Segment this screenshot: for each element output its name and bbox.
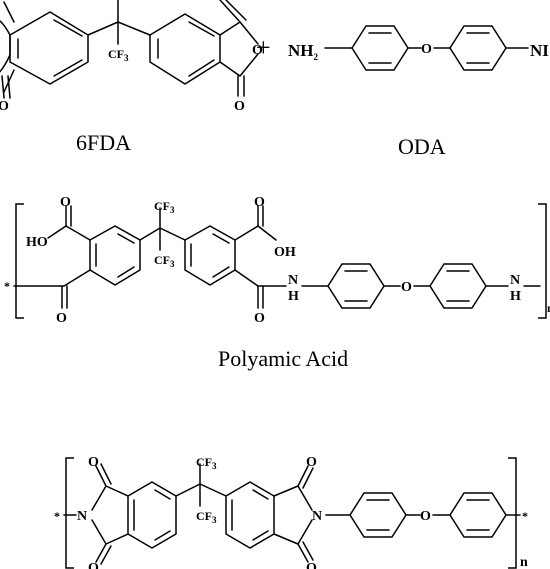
paa-amide-n-left: N — [288, 273, 298, 288]
6fda-cf3-label: CF3 — [108, 47, 129, 63]
pi-repeat-n: n — [520, 555, 528, 569]
polyamic-acid-caption: Polyamic Acid — [218, 346, 348, 371]
pi-carbonyl-o-tr: O — [306, 455, 317, 470]
paa-acid-ho-label: HO — [26, 235, 48, 250]
paa-acid-oh-label: OH — [274, 245, 296, 260]
pi-imide-n-left: N — [77, 509, 87, 524]
pi-end-star-right: * — [522, 509, 528, 523]
paa-carbonyl-o-left: O — [56, 311, 67, 326]
paa-amide-h-right: H — [510, 289, 521, 304]
oda-ether-o-label: O — [421, 42, 432, 57]
6fda-ring-o-label: O — [252, 43, 263, 58]
pi-end-star-left: * — [54, 509, 60, 523]
6fda-caption: 6FDA — [76, 130, 131, 155]
polyamic-acid-structure: * O O HO CF3 CF3 O OH — [4, 195, 550, 326]
paa-acid-o-left: O — [60, 195, 71, 210]
paa-ether-o: O — [401, 280, 412, 295]
diamine-oda-structure: NH2 O NI — [288, 25, 549, 71]
pi-carbonyl-o-tl: O — [88, 455, 99, 470]
paa-cf3-top: CF3 — [154, 199, 175, 215]
oda-nh2-label: NH2 — [288, 41, 319, 62]
pi-carbonyl-o-bl: O — [88, 561, 99, 569]
oda-caption: ODA — [398, 134, 446, 159]
paa-carbonyl-o-right: O — [254, 311, 265, 326]
plus-sign: + — [256, 33, 271, 62]
pi-cf3-bottom: CF3 — [196, 509, 217, 525]
6fda-carbonyl-o-left-label: O — [0, 99, 9, 114]
paa-end-star-left: * — [4, 279, 10, 293]
pi-carbonyl-o-br: O — [306, 561, 317, 569]
dianhydride-6fda-structure — [0, 0, 259, 99]
paa-cf3-bottom: CF3 — [154, 253, 175, 269]
pi-ether-o: O — [420, 509, 431, 524]
paa-acid-o-right: O — [254, 195, 265, 210]
paa-repeat-partial: n — [547, 301, 550, 315]
paa-amide-n-right: N — [510, 273, 520, 288]
paa-amide-h-left: H — [288, 289, 299, 304]
pi-imide-n-right: N — [312, 509, 322, 524]
oda-right-nh2-partial-label: NI — [530, 41, 549, 60]
pi-cf3-top: CF3 — [196, 455, 217, 471]
polyimide-structure: * N O O CF3 CF3 O O N — [54, 455, 528, 569]
6fda-carbonyl-o-label: O — [234, 99, 245, 114]
